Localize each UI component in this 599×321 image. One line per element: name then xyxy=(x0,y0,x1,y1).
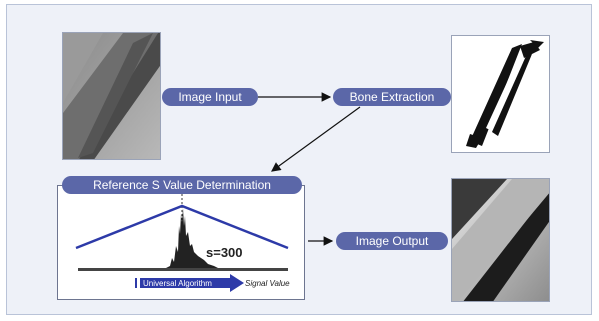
output-xray-image xyxy=(451,178,550,302)
algorithm-marker-1 xyxy=(132,278,135,288)
arrow-extraction-to-reference xyxy=(271,106,361,172)
node-bone-extraction: Bone Extraction xyxy=(333,88,451,106)
node-reference-s-value: Reference S Value Determination xyxy=(62,176,302,194)
output-xray-graphic xyxy=(452,179,549,301)
signal-axis-bar xyxy=(78,268,288,271)
algorithm-marker-2 xyxy=(137,278,140,288)
histogram-panel: s=300 Universal Algorithm Signal Value xyxy=(57,185,305,300)
algorithm-arrow xyxy=(132,274,244,292)
histogram-graphic xyxy=(75,194,289,292)
node-image-input: Image Input xyxy=(162,88,258,106)
node-image-output: Image Output xyxy=(336,232,448,250)
bone-extraction-image xyxy=(451,35,550,153)
histogram-peak xyxy=(166,208,218,268)
input-xray-graphic xyxy=(63,33,160,159)
s-value-label: s=300 xyxy=(206,245,243,260)
input-xray-image xyxy=(62,32,161,160)
reference-curve xyxy=(75,204,289,250)
bone-extraction-graphic xyxy=(452,36,549,152)
algorithm-label: Universal Algorithm xyxy=(143,279,212,288)
signal-value-label: Signal Value xyxy=(245,279,290,288)
